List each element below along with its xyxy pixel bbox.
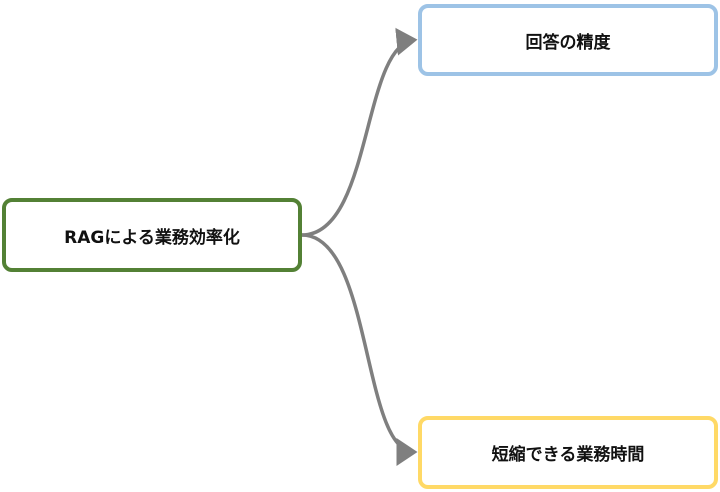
branch-node-time-saved: 短縮できる業務時間 <box>418 416 718 489</box>
connector-to-bottom <box>301 233 418 466</box>
root-node: RAGによる業務効率化 <box>2 198 302 272</box>
root-node-label: RAGによる業務効率化 <box>64 227 240 248</box>
branch-node-accuracy: 回答の精度 <box>418 4 718 76</box>
branch-node-label: 回答の精度 <box>525 32 611 53</box>
branch-node-label: 短縮できる業務時間 <box>491 445 645 465</box>
connector-to-top <box>301 27 418 237</box>
